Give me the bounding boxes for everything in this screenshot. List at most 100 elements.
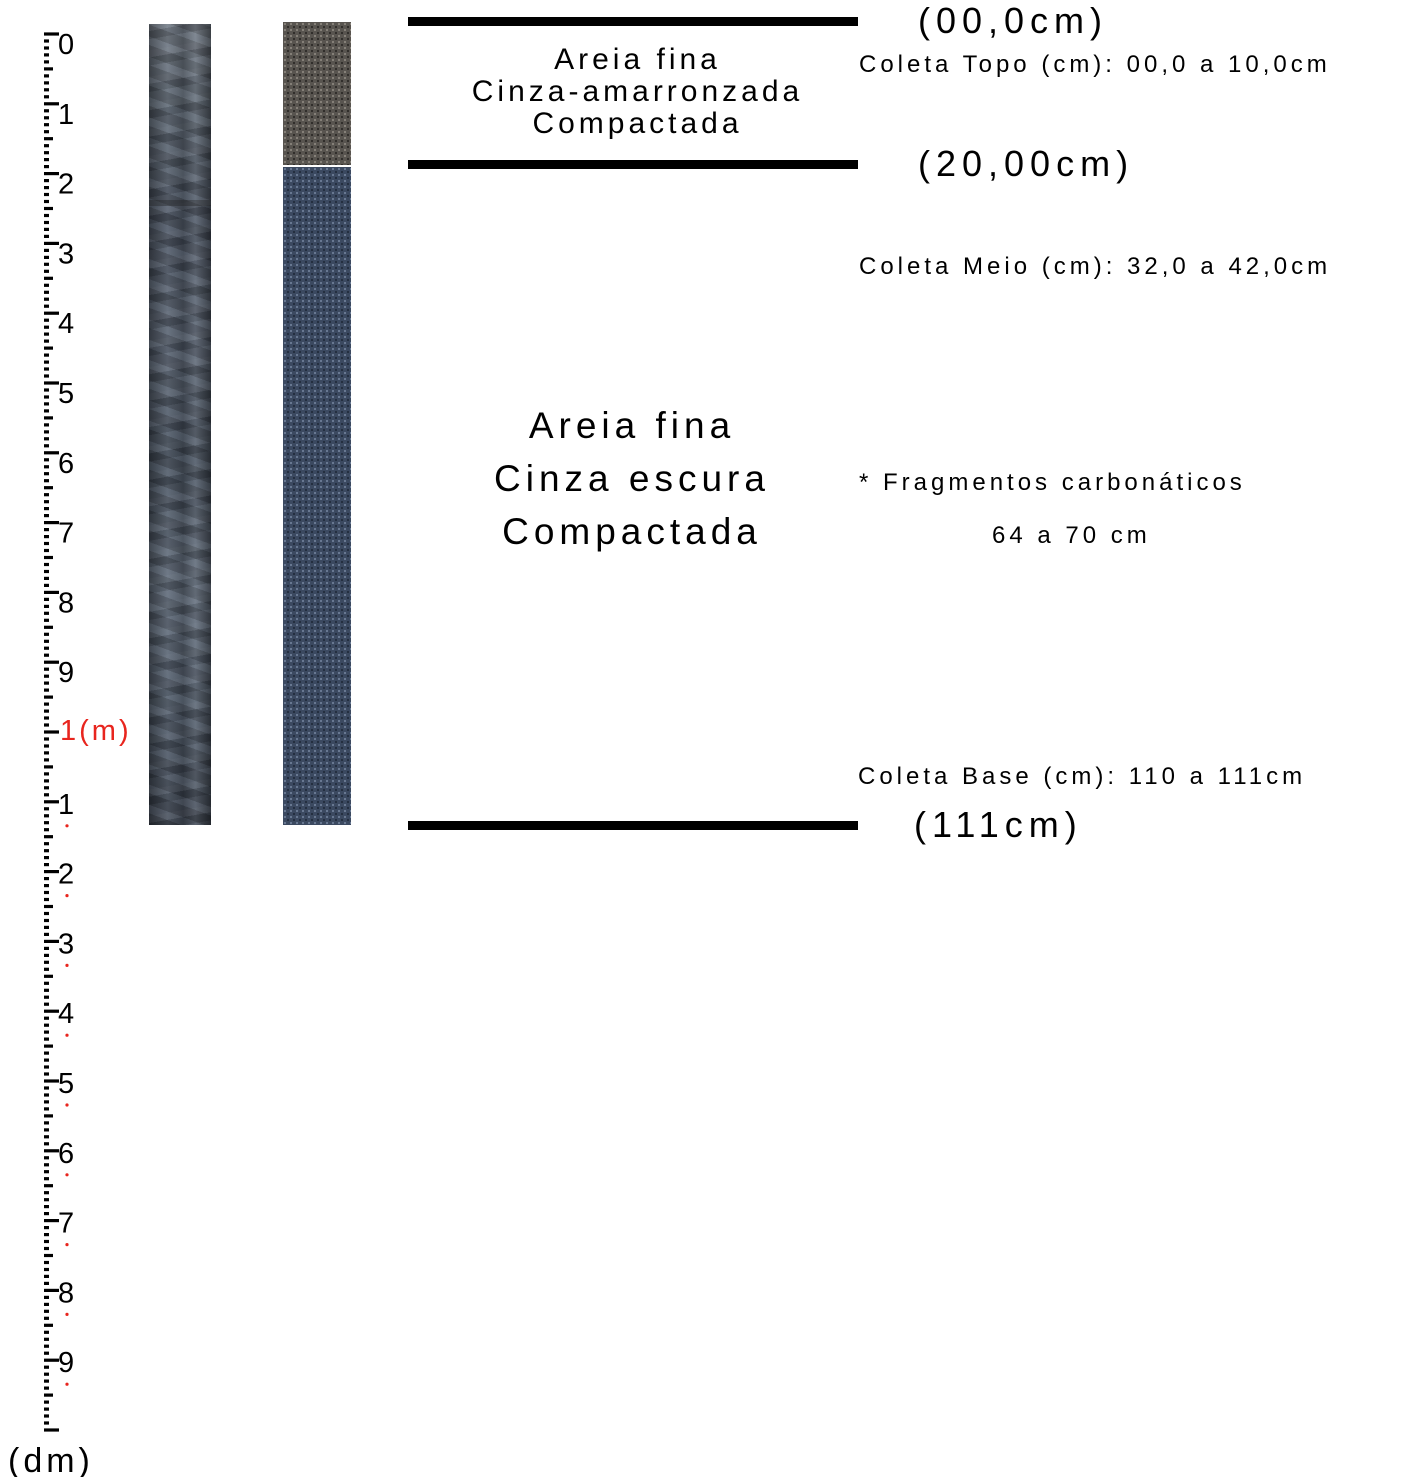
ruler-tick	[44, 1309, 49, 1313]
ruler-tick	[44, 192, 49, 197]
ruler-tick	[44, 1386, 49, 1390]
ruler-tick	[44, 262, 49, 266]
sample-base-label: Coleta Base (cm): 110 a 111cm	[858, 763, 1307, 790]
ruler-tick	[44, 179, 49, 183]
ruler-tick	[44, 667, 49, 671]
ruler-tick	[44, 206, 53, 211]
ruler-tick	[44, 227, 49, 231]
ruler-tick	[44, 444, 49, 448]
ruler-tick	[44, 486, 53, 490]
ruler-tick	[44, 409, 49, 413]
ruler-tick	[44, 1337, 49, 1341]
ruler-tick	[44, 521, 59, 525]
ruler-tick	[44, 1400, 49, 1404]
ruler-tick	[44, 1051, 49, 1055]
ruler-tick	[44, 158, 49, 162]
ruler-label: 3	[58, 238, 74, 270]
ruler-tick	[44, 1030, 49, 1034]
boundary-line-base	[408, 821, 858, 830]
ruler-tick	[44, 604, 49, 608]
ruler-tick	[44, 402, 49, 406]
lithology-layer-lower	[283, 167, 351, 825]
boundary-depth-middle: (20,00cm)	[918, 143, 1135, 184]
ruler-tick	[44, 1212, 49, 1216]
ruler-tick	[44, 856, 49, 860]
ruler-tick	[44, 241, 59, 245]
ruler-tick	[44, 1344, 49, 1348]
ruler-tick	[44, 395, 49, 399]
ruler-tick	[44, 325, 49, 329]
ruler-tick	[44, 353, 49, 357]
core-photo-seam	[149, 200, 211, 206]
ruler-tick	[44, 541, 49, 546]
ruler-tick	[44, 821, 49, 825]
ruler-tick	[44, 737, 49, 741]
ruler-tick	[44, 1198, 49, 1202]
ruler-tick	[44, 1142, 49, 1146]
ruler-tick	[44, 1267, 49, 1272]
ruler-tick	[44, 723, 49, 727]
ruler-tick	[44, 974, 53, 978]
ruler-tick	[44, 660, 59, 664]
ruler-tick	[44, 583, 49, 587]
ruler-tick	[44, 870, 59, 874]
ruler-tick	[44, 1093, 49, 1097]
ruler-tick	[44, 437, 49, 441]
ruler-tick	[44, 590, 59, 594]
ruler-tick	[44, 1037, 49, 1041]
ruler-tick	[44, 1205, 49, 1209]
ruler-tick	[44, 493, 49, 497]
ruler-tick	[44, 130, 49, 134]
ruler-tick	[44, 779, 49, 783]
ruler-label: 7	[58, 518, 74, 550]
ruler-tick	[44, 1107, 49, 1111]
ruler-tick	[44, 1086, 49, 1090]
ruler-tick	[44, 618, 49, 622]
ruler-tick	[44, 507, 49, 511]
ruler-tick	[44, 1100, 49, 1104]
ruler-meter-mark: 1(m)	[60, 715, 132, 747]
ruler-label: 2	[58, 859, 74, 891]
ruler-tick	[44, 611, 49, 615]
ruler-tick	[44, 953, 49, 957]
ruler-tick	[44, 1058, 49, 1062]
ruler-tick	[44, 81, 49, 85]
ruler-tick	[44, 1281, 49, 1285]
ruler-tick	[44, 1219, 59, 1223]
ruler-tick	[44, 597, 49, 601]
ruler-red-dot	[65, 1243, 69, 1247]
ruler-tick	[44, 1128, 49, 1132]
ruler-tick	[44, 1246, 49, 1251]
ruler-tick	[44, 332, 49, 336]
ruler-label: 7	[58, 1208, 74, 1240]
ruler-tick	[44, 716, 49, 720]
ruler-tick	[44, 199, 49, 204]
ruler-tick	[44, 709, 49, 713]
ruler-tick	[44, 939, 59, 943]
ruler-tick	[44, 904, 53, 909]
ruler-tick	[44, 730, 59, 734]
ruler-tick	[44, 758, 49, 762]
fragments-range: 64 a 70 cm	[992, 522, 1151, 549]
ruler-tick	[44, 814, 49, 818]
ruler-tick	[44, 290, 49, 294]
ruler-tick	[44, 555, 53, 560]
ruler-tick	[44, 1044, 53, 1048]
ruler-tick	[44, 1323, 53, 1327]
ruler-label: 9	[58, 657, 74, 689]
ruler-label: 5	[58, 378, 74, 410]
ruler-tick	[44, 234, 49, 238]
ruler-tick	[44, 514, 49, 518]
ruler-tick	[44, 932, 49, 936]
ruler-tick	[44, 116, 49, 120]
upper-layer-line-3: Compactada	[532, 107, 743, 140]
ruler-tick	[44, 220, 49, 225]
ruler-red-dot	[65, 1382, 69, 1386]
ruler-tick	[44, 653, 49, 657]
lithology-layer-upper	[283, 22, 351, 165]
ruler-tick	[44, 1079, 59, 1083]
ruler-tick	[44, 255, 49, 259]
ruler-tick	[44, 842, 49, 846]
ruler-tick	[44, 304, 49, 308]
